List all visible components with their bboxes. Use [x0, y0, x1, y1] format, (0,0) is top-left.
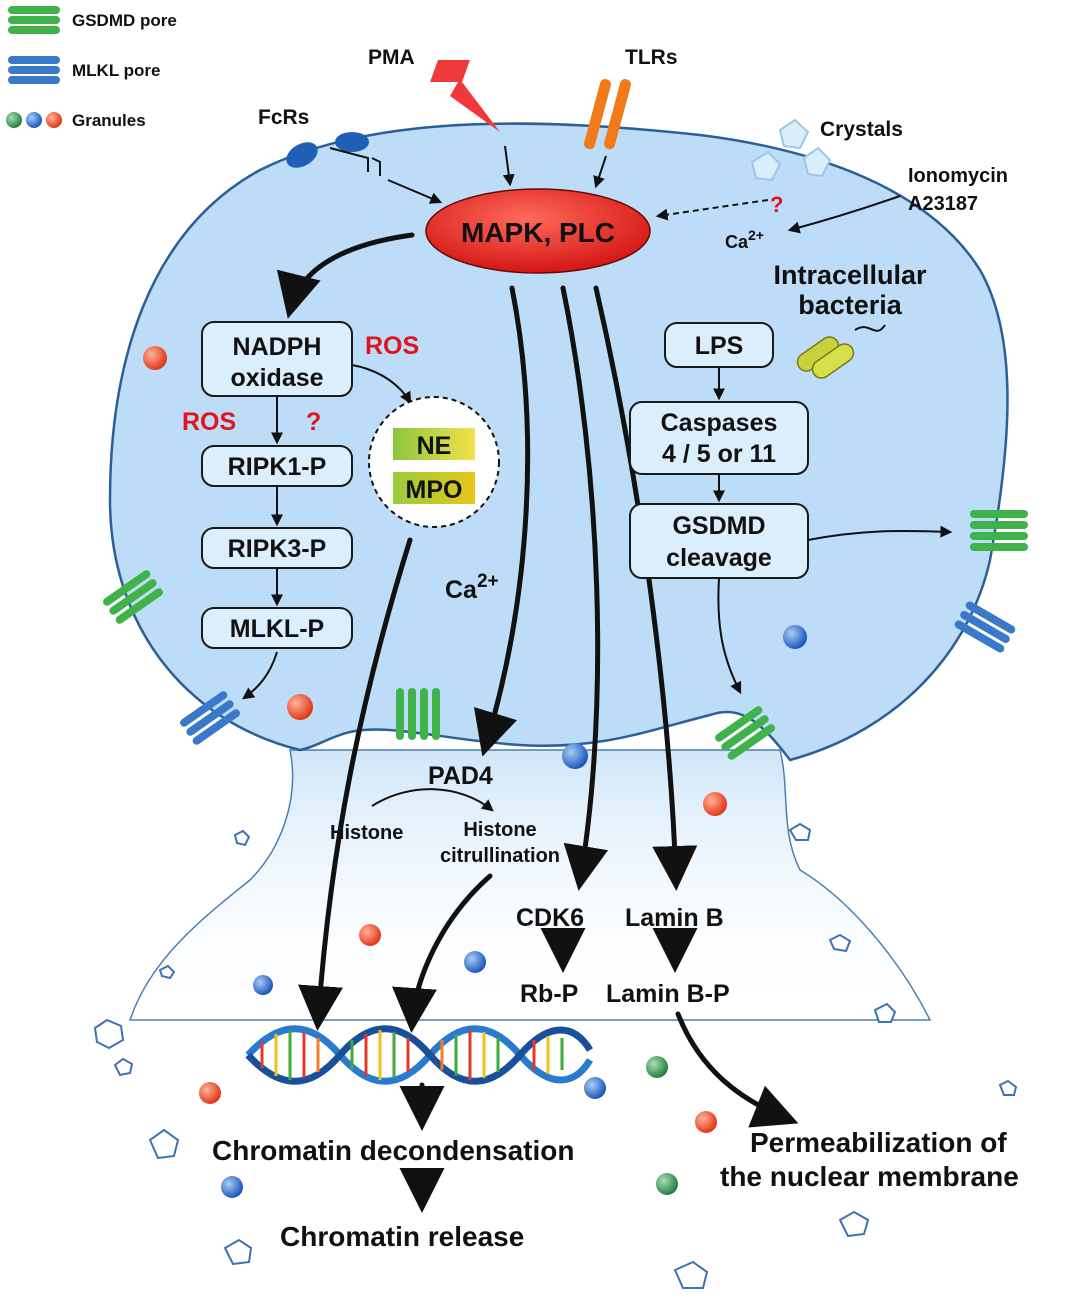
ros-question: ?	[306, 408, 321, 436]
hub-label: MAPK, PLC	[461, 217, 615, 248]
mlkl-box	[201, 607, 353, 649]
bacteria-line2: bacteria	[798, 290, 903, 320]
rb-p-label: Rb-P	[520, 980, 578, 1008]
lps-label: LPS	[695, 332, 744, 360]
ionomycin-label: Ionomycin	[908, 165, 1008, 187]
arrow-pma-hub	[502, 145, 515, 187]
arrow-mlkl-pore	[242, 651, 278, 700]
arrow-hub-pad4	[473, 285, 531, 757]
ros-left-label: ROS	[182, 408, 236, 436]
gsdmd-line1: GSDMD	[672, 512, 765, 540]
ca-ion-sup: 2+	[748, 227, 764, 243]
ros-right-label: ROS	[365, 332, 419, 360]
crystals-label: Crystals	[820, 118, 903, 141]
arrow-histone-cit	[371, 788, 494, 812]
arrow-nadph-granule	[351, 364, 412, 405]
caspases-line2: 4 / 5 or 11	[662, 440, 776, 468]
gsdmd-pore-right	[970, 510, 1028, 551]
permeab-line1: Permeabilization of	[750, 1127, 1007, 1158]
granules-scatter	[143, 346, 807, 1198]
ca-ion-label: Ca2+	[725, 227, 764, 252]
mpo-label: MPO	[406, 476, 463, 504]
arrow-gsdmd-pore-bottom	[717, 577, 742, 695]
histone-cit-line2: citrullination	[440, 845, 560, 867]
fc-receptor-icon	[286, 132, 381, 176]
ne-label: NE	[417, 432, 452, 460]
azurophilic-granule	[368, 396, 500, 528]
arrow-fcrs-hub	[387, 179, 443, 204]
ripk1-label: RIPK1-P	[228, 453, 327, 481]
gsdmd-pore-icon	[8, 6, 60, 34]
mlkl-label: MLKL-P	[230, 615, 324, 643]
mlkl-pore-icon	[8, 56, 60, 84]
release-label: Chromatin release	[280, 1221, 524, 1252]
arrow-gsdmd-pore-right	[807, 525, 953, 541]
gsdmd-line2: cleavage	[666, 544, 772, 572]
mlkl-pore-left	[180, 691, 240, 745]
bacteria-icon	[796, 324, 886, 379]
arrow-crystals-hub	[655, 199, 769, 221]
debris-fragments	[93, 822, 1018, 1289]
released-chromatin-area	[128, 749, 932, 1021]
lightning-icon	[430, 60, 500, 132]
a23187-label: A23187	[908, 193, 978, 215]
lamin-bp-label: Lamin B-P	[606, 980, 730, 1008]
legend-granules-label: Granules	[72, 111, 146, 130]
arrow-ionomycin-ca	[787, 195, 901, 234]
arrow-granule-dna	[298, 537, 413, 1031]
permeab-line2: the nuclear membrane	[720, 1161, 1019, 1192]
arrow-hub-laminb	[593, 285, 698, 891]
mpo-box	[393, 472, 475, 504]
legend: GSDMD pore MLKL pore Granules	[6, 6, 177, 130]
arrow-laminbp-permeab	[675, 1011, 799, 1128]
granules-icon	[6, 112, 62, 128]
bacteria-line1: Intracellular	[773, 260, 927, 290]
legend-mlkl-label: MLKL pore	[72, 61, 160, 80]
nadph-line1: NADPH	[233, 333, 322, 361]
pad4-label: PAD4	[428, 762, 493, 790]
gsdmd-pore-bottom	[396, 688, 440, 740]
decondensation-label: Chromatin decondensation	[212, 1135, 574, 1166]
caspases-line1: Caspases	[661, 409, 778, 437]
ca-ion-main: Ca	[725, 232, 749, 252]
crystals-question: ?	[770, 192, 783, 217]
histone-cit-line1: Histone	[463, 819, 536, 841]
gsdmd-pore-left	[103, 570, 163, 624]
fcrs-label: FcRs	[258, 106, 309, 129]
arrow-tlrs-hub	[593, 155, 607, 189]
crystals-icon	[750, 118, 832, 182]
legend-gsdmd-label: GSDMD pore	[72, 11, 177, 30]
mlkl-pore-right	[954, 601, 1016, 653]
lamin-b-label: Lamin B	[625, 904, 724, 932]
arrow-hub-cdk6	[560, 285, 609, 891]
tlrs-label: TLRs	[625, 46, 678, 69]
ne-box	[393, 428, 475, 460]
arrow-hub-nadph	[276, 232, 415, 319]
ripk3-label: RIPK3-P	[228, 535, 327, 563]
gsdmd-pore-bottom-right	[715, 706, 775, 760]
ca-middle-main: Ca	[445, 576, 478, 604]
histone-label: Histone	[330, 822, 403, 844]
cdk6-label: CDK6	[516, 904, 584, 932]
dna-helix-icon	[245, 1025, 594, 1085]
ca-middle-label: Ca2+	[445, 571, 499, 604]
nadph-line2: oxidase	[230, 364, 323, 392]
ca-middle-sup: 2+	[477, 571, 499, 592]
pma-label: PMA	[368, 46, 415, 69]
arrow-cit-dna	[392, 873, 493, 1033]
tlr-receptor-icon	[583, 79, 631, 150]
mapk-plc-hub	[425, 188, 651, 274]
